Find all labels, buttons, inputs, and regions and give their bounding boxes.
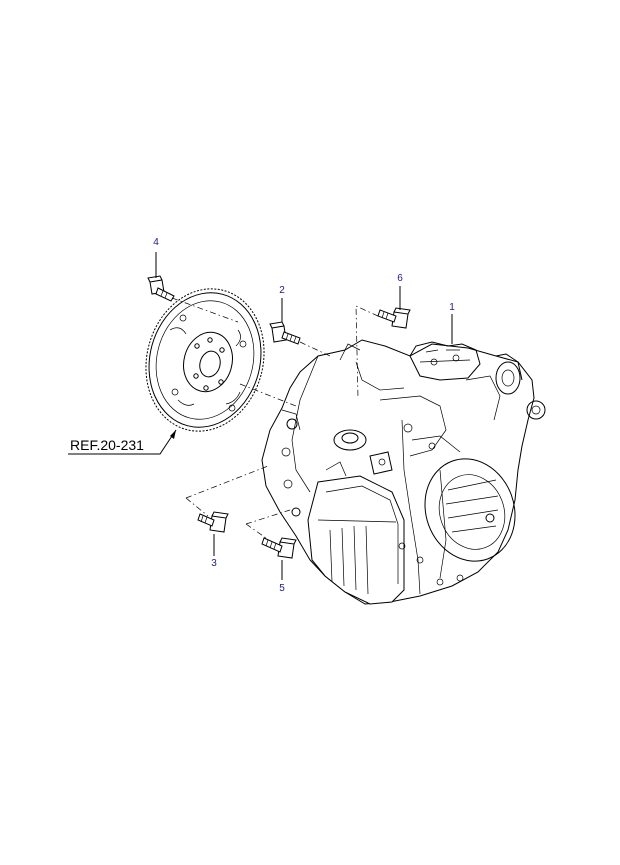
transmission-assembly — [261, 339, 546, 605]
bolt-3 — [197, 511, 229, 533]
flywheel-drive-plate — [145, 288, 265, 432]
assembly-lines — [171, 297, 379, 539]
callout-6: 6 — [397, 273, 403, 284]
bolt-4 — [147, 275, 175, 302]
reference-label: REF.20-231 — [70, 437, 144, 453]
callout-3: 3 — [211, 558, 217, 569]
callout-5: 5 — [279, 583, 285, 594]
leader-lines — [68, 252, 453, 580]
bolt-5 — [261, 537, 297, 559]
bolt-6 — [377, 307, 411, 329]
callout-2: 2 — [279, 285, 285, 296]
bolt-2 — [269, 321, 301, 345]
callout-4: 4 — [153, 237, 159, 248]
callout-1: 1 — [449, 302, 455, 313]
